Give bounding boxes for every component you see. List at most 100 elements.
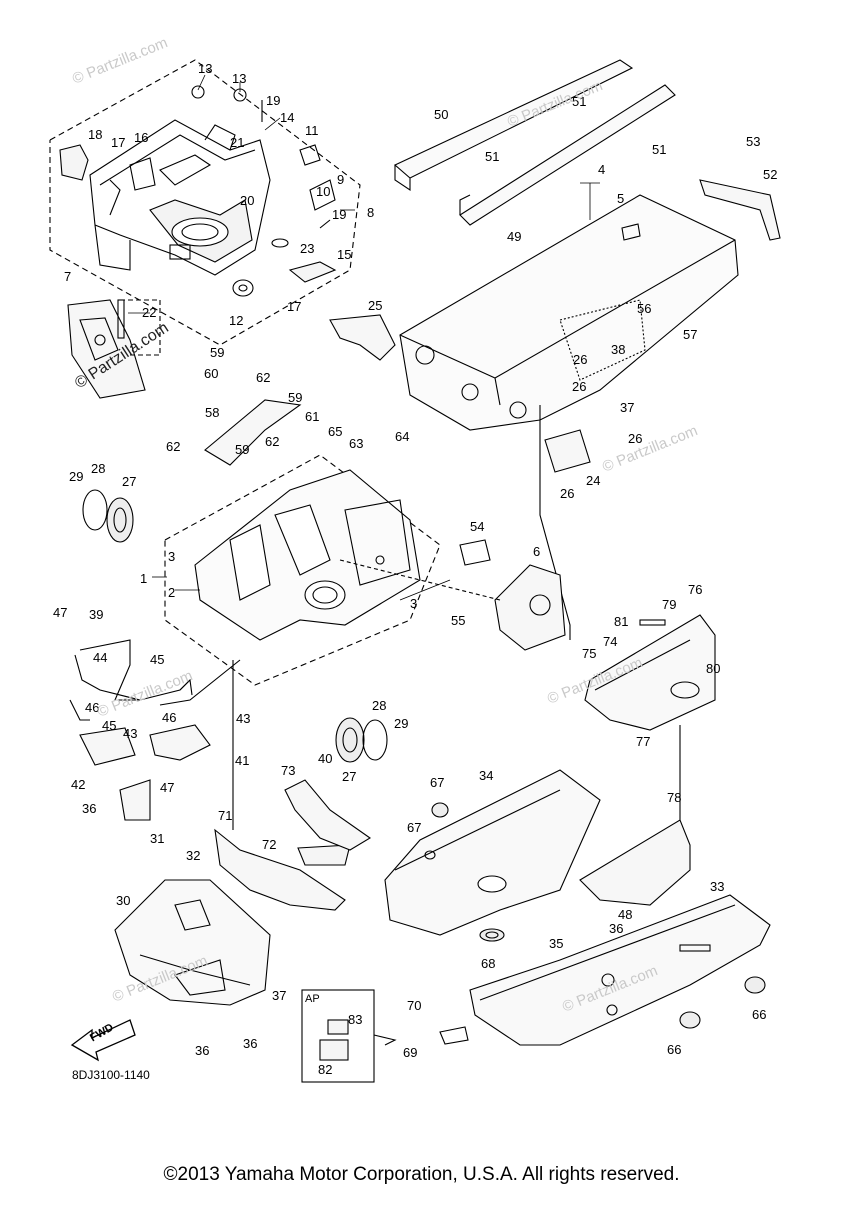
callout-43b: 43 <box>123 726 138 741</box>
callout-36c: 36 <box>243 1036 258 1051</box>
callout-57: 57 <box>683 327 698 342</box>
callout-45: 45 <box>150 652 165 667</box>
callout-40: 40 <box>318 751 333 766</box>
callout-59: 59 <box>210 345 225 360</box>
ap-inset <box>301 989 397 1083</box>
seal-parts <box>82 489 388 763</box>
callout-52: 52 <box>763 167 778 182</box>
copyright-notice: ©2013 Yamaha Motor Corporation, U.S.A. A… <box>163 1164 680 1185</box>
callout-54: 54 <box>470 519 485 534</box>
callout-32: 32 <box>186 848 201 863</box>
rear-side-panels <box>384 614 771 1046</box>
callout-43: 43 <box>236 711 251 726</box>
callout-46b: 46 <box>162 710 177 725</box>
callout-51b: 51 <box>485 149 500 164</box>
callout-83: 83 <box>348 1012 363 1027</box>
callout-78: 78 <box>667 790 682 805</box>
callout-26d: 26 <box>560 486 575 501</box>
callout-26: 26 <box>573 352 588 367</box>
callout-74: 74 <box>603 634 618 649</box>
callout-38: 38 <box>611 342 626 357</box>
callout-68: 68 <box>481 956 496 971</box>
callout-59c: 59 <box>235 442 250 457</box>
callout-82: 82 <box>318 1062 333 1077</box>
callout-2: 2 <box>168 585 176 600</box>
callout-3b: 3 <box>410 596 418 611</box>
callout-29: 29 <box>69 469 84 484</box>
callout-23: 23 <box>300 241 315 256</box>
callout-26b: 26 <box>572 379 587 394</box>
callout-24: 24 <box>586 473 601 488</box>
callout-63: 63 <box>349 436 364 451</box>
callout-16: 16 <box>134 130 149 145</box>
callout-42: 42 <box>71 777 86 792</box>
callout-25: 25 <box>368 298 383 313</box>
callout-18: 18 <box>88 127 103 142</box>
callout-70: 70 <box>407 998 422 1013</box>
callout-47: 47 <box>53 605 68 620</box>
callout-49: 49 <box>507 229 522 244</box>
callout-77: 77 <box>636 734 651 749</box>
callout-73: 73 <box>281 763 296 778</box>
callout-13: 13 <box>198 61 213 76</box>
callout-19: 19 <box>266 93 281 108</box>
callout-56: 56 <box>637 301 652 316</box>
callout-81: 81 <box>614 614 629 629</box>
callout-44: 44 <box>93 650 108 665</box>
callout-1: 1 <box>140 571 148 586</box>
callout-21: 21 <box>230 135 245 150</box>
callout-35: 35 <box>549 936 564 951</box>
callout-47b: 47 <box>160 780 175 795</box>
callout-69: 69 <box>403 1045 418 1060</box>
callout-64: 64 <box>395 429 410 444</box>
front-frame-group <box>49 59 361 346</box>
leader-lines <box>128 74 600 601</box>
callout-29b: 29 <box>394 716 409 731</box>
callout-9: 9 <box>337 172 345 187</box>
diagram-code: 8DJ3100-1140 <box>72 1068 150 1082</box>
callout-71: 71 <box>218 808 233 823</box>
callout-55: 55 <box>451 613 466 628</box>
callout-36d: 36 <box>609 921 624 936</box>
callout-51: 51 <box>572 94 587 109</box>
part-7-bracket <box>67 299 161 399</box>
callout-80: 80 <box>706 661 721 676</box>
callout-8: 8 <box>367 205 375 220</box>
callout-62c: 62 <box>265 434 280 449</box>
callout-19b: 19 <box>332 207 347 222</box>
callout-75: 75 <box>582 646 597 661</box>
callout-28: 28 <box>91 461 106 476</box>
callout-62b: 62 <box>166 439 181 454</box>
callout-48: 48 <box>618 907 633 922</box>
callout-36b: 36 <box>195 1043 210 1058</box>
fwd-arrow-icon <box>70 1019 136 1062</box>
callout-76: 76 <box>688 582 703 597</box>
callout-17: 17 <box>111 135 126 150</box>
callout-45b: 45 <box>102 718 117 733</box>
callout-62: 62 <box>256 370 271 385</box>
rear-frame-group <box>164 399 566 686</box>
callout-27b: 27 <box>342 769 357 784</box>
callout-67: 67 <box>430 775 445 790</box>
callout-67b: 67 <box>407 820 422 835</box>
callout-13b: 13 <box>232 71 247 86</box>
callout-11: 11 <box>305 123 319 138</box>
callout-7: 7 <box>64 269 72 284</box>
callout-60: 60 <box>204 366 219 381</box>
callout-14: 14 <box>280 110 295 125</box>
callout-26c: 26 <box>628 431 643 446</box>
callout-4: 4 <box>598 162 606 177</box>
callout-6: 6 <box>533 544 541 559</box>
callout-39: 39 <box>89 607 104 622</box>
callout-12: 12 <box>229 313 244 328</box>
callout-50: 50 <box>434 107 449 122</box>
callout-46: 46 <box>85 700 100 715</box>
callout-31: 31 <box>150 831 165 846</box>
callout-51c: 51 <box>652 142 667 157</box>
callout-36: 36 <box>82 801 97 816</box>
inset-label: AP <box>305 993 320 1005</box>
callout-59b: 59 <box>288 390 303 405</box>
callout-34: 34 <box>479 768 494 783</box>
